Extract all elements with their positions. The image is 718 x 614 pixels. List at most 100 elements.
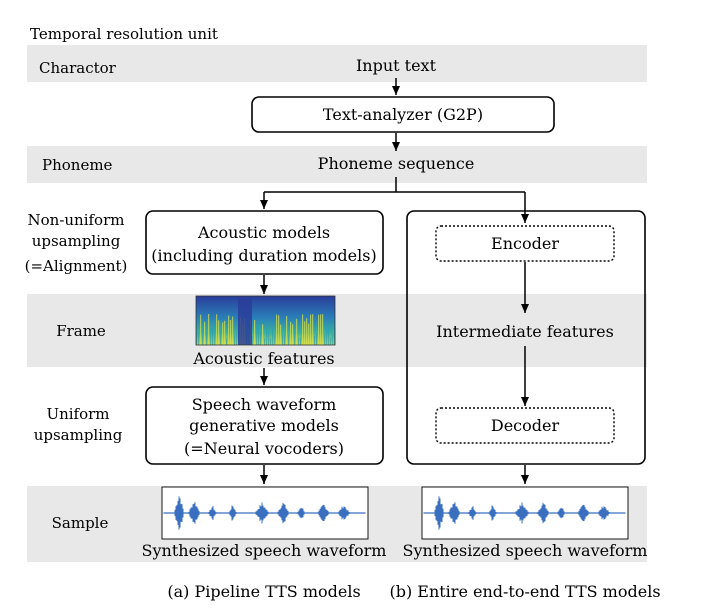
spectrogram-stripe: [302, 314, 304, 345]
spectrogram-stripe: [230, 319, 232, 345]
row-label-uniform-1: Uniform: [46, 405, 109, 423]
spectrogram-silence: [238, 296, 252, 345]
spectrogram-stripe: [210, 327, 212, 345]
e2e-box: [406, 210, 646, 465]
decoder-label: Decoder: [491, 416, 560, 435]
spectrogram-stripe: [298, 338, 300, 345]
waveform-image-e2e: [421, 486, 629, 540]
row-label-non-uniform-2: upsampling: [32, 232, 121, 250]
spectrogram-stripe: [218, 320, 220, 345]
phoneme-sequence-label: Phoneme sequence: [318, 154, 475, 173]
spectrogram-stripe: [282, 334, 284, 345]
spectrogram-stripe: [278, 315, 280, 345]
spectrogram-stripe: [228, 315, 230, 345]
decoder-box: [435, 407, 615, 444]
waveform-label-e2e: Synthesized speech waveform: [403, 541, 648, 560]
vocoder-label-2: generative models: [189, 416, 339, 435]
band-phoneme: [27, 146, 647, 183]
spectrogram-stripe: [200, 314, 202, 345]
spectrogram-stripe: [318, 314, 320, 345]
spectrogram-stripe: [222, 322, 224, 345]
spectrogram-stripe: [270, 338, 272, 345]
spectrogram-stripe: [232, 316, 234, 345]
spectrogram-stripe: [258, 325, 260, 345]
spectrogram-stripe: [276, 314, 278, 345]
spectrogram-stripe: [252, 336, 254, 345]
waveform-label-pipeline: Synthesized speech waveform: [142, 541, 387, 560]
spectrogram-stripe: [212, 329, 214, 345]
spectrogram-stripe: [268, 330, 270, 345]
row-label-non-uniform-1: Non-uniform: [28, 211, 125, 229]
spectrogram-stripe: [208, 313, 210, 345]
spectrogram-stripe: [286, 316, 288, 345]
row-label-non-uniform-3: (=Alignment): [25, 257, 128, 275]
spectrogram-stripe: [202, 329, 204, 345]
spectrogram-stripe: [330, 337, 332, 345]
spectrogram-stripe: [214, 326, 216, 345]
row-label-phoneme: Phoneme: [42, 156, 113, 174]
band-frame: [27, 294, 647, 367]
acoustic-models-label-1: Acoustic models: [197, 223, 330, 242]
spectrogram-stripe: [226, 338, 228, 345]
spectrogram-stripe: [254, 320, 256, 345]
spectrogram-stripe: [266, 329, 268, 345]
spectrogram-stripe: [326, 326, 328, 345]
spectrogram-image: [195, 295, 336, 346]
spectrogram-stripe: [196, 330, 198, 345]
text-analyzer-box: [251, 96, 555, 133]
spectrogram-stripe: [198, 333, 200, 345]
spectrogram-stripe: [314, 335, 316, 345]
spectrogram-stripe: [316, 333, 318, 345]
caption-e2e: (b) Entire end-to-end TTS models: [389, 582, 660, 601]
row-label-frame: Frame: [56, 322, 106, 340]
acoustic-models-box: [145, 210, 384, 275]
spectrogram-stripe: [332, 334, 334, 345]
acoustic-features-label: Acoustic features: [192, 349, 334, 368]
spectrogram-stripe: [264, 338, 266, 345]
spectrogram-stripe: [274, 334, 276, 345]
waveform-image-pipeline: [161, 486, 369, 540]
spectrogram-stripe: [310, 314, 312, 345]
vocoder-box: [145, 386, 384, 465]
spectrogram-stripe: [306, 318, 308, 345]
vocoder-label-3: (=Neural vocoders): [184, 439, 344, 458]
row-label-sample: Sample: [52, 514, 109, 532]
spectrogram-stripe: [324, 334, 326, 345]
spectrogram-stripe: [320, 314, 322, 345]
band-charactor: [27, 45, 647, 82]
encoder-label: Encoder: [491, 234, 559, 253]
spectrogram-stripe: [292, 324, 294, 345]
input-text-label: Input text: [356, 56, 437, 75]
acoustic-models-label-2: (including duration models): [151, 246, 376, 265]
spectrogram-stripe: [262, 324, 264, 345]
spectrogram-stripe: [220, 329, 222, 345]
row-label-charactor: Charactor: [39, 59, 117, 77]
spectrogram-stripe: [290, 321, 292, 345]
spectrogram-stripe: [312, 314, 314, 345]
spectrogram-stripe: [256, 325, 258, 345]
spectrogram-stripe: [236, 332, 238, 345]
spectrogram-stripe: [224, 320, 226, 345]
caption-pipeline: (a) Pipeline TTS models: [167, 582, 360, 601]
spectrogram-stripe: [204, 321, 206, 345]
vocoder-label-1: Speech waveform: [192, 395, 337, 414]
intermediate-features-label: Intermediate features: [436, 322, 614, 341]
spectrogram-stripe: [260, 331, 262, 345]
spectrogram-stripe: [284, 334, 286, 345]
spectrogram-stripe: [308, 323, 310, 345]
spectrogram-stripe: [206, 332, 208, 345]
spectrogram-stripe: [304, 321, 306, 345]
spectrogram-stripe: [322, 314, 324, 345]
row-label-uniform-2: upsampling: [34, 426, 123, 444]
spectrogram-stripe: [328, 324, 330, 345]
spectrogram-stripe: [272, 327, 274, 345]
encoder-box: [435, 225, 615, 262]
spectrogram-stripe: [296, 318, 298, 345]
header-title: Temporal resolution unit: [30, 25, 218, 43]
spectrogram-stripe: [294, 330, 296, 345]
spectrogram-stripe: [288, 334, 290, 345]
text-analyzer-label: Text-analyzer (G2P): [323, 105, 483, 124]
spectrogram-stripe: [234, 334, 236, 345]
spectrogram-stripe: [216, 314, 218, 345]
